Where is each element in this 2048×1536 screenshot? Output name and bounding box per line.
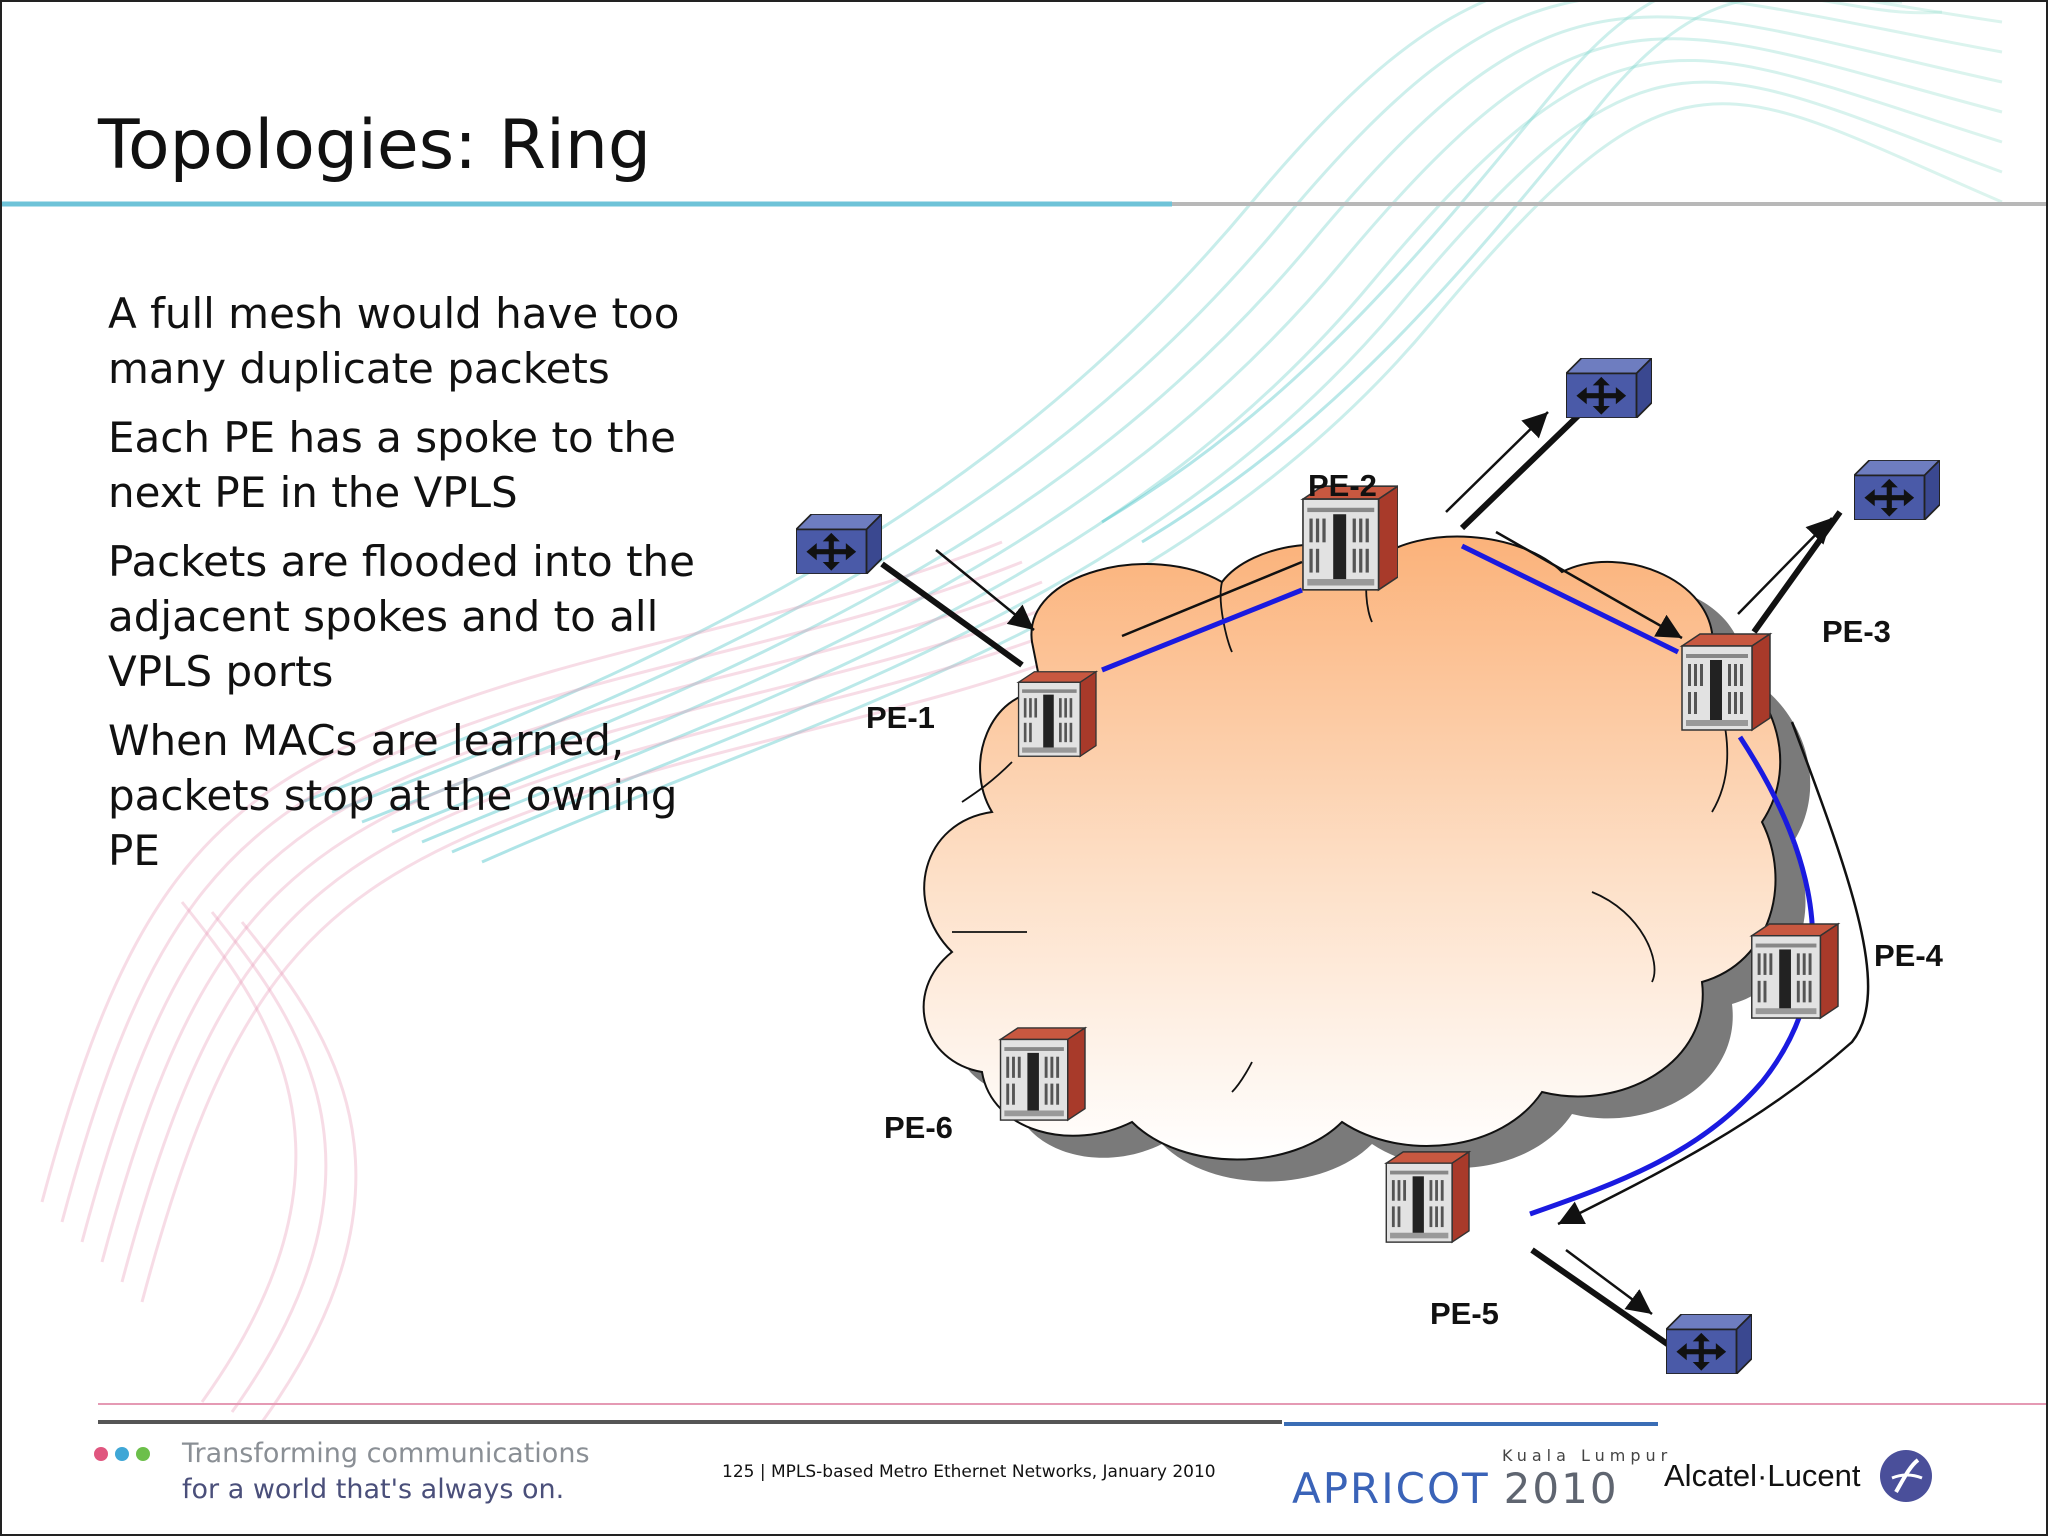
pe-router-icon bbox=[1017, 670, 1097, 758]
footer-dots bbox=[94, 1446, 157, 1465]
ring-path bbox=[1101, 543, 1816, 1217]
event-name: APRICOT bbox=[1292, 1464, 1490, 1513]
page-info: 125 | MPLS-based Metro Ethernet Networks… bbox=[722, 1462, 1216, 1482]
pe-label: PE-3 bbox=[1822, 614, 1891, 649]
event-year: 2010 bbox=[1503, 1464, 1619, 1513]
customer-switch-icon bbox=[1666, 1314, 1752, 1374]
alcatel-lucent-logo-icon bbox=[1880, 1450, 1932, 1502]
pe-label: PE-1 bbox=[866, 700, 935, 735]
pe-router-icon bbox=[999, 1027, 1086, 1121]
customer-switch-icon bbox=[1854, 460, 1940, 520]
pe-label: PE-6 bbox=[884, 1110, 953, 1145]
bullet-list: A full mesh would have too many duplicat… bbox=[108, 286, 728, 892]
customer-switch-icon bbox=[1566, 358, 1652, 418]
pe-label: PE-4 bbox=[1874, 938, 1944, 973]
tagline-line-2: for a world that's always on. bbox=[182, 1474, 565, 1505]
event-logo: APRICOT 2010 bbox=[1292, 1464, 1619, 1513]
bullet-item: When MACs are learned, packets stop at t… bbox=[108, 716, 678, 875]
bullet-item: Each PE has a spoke to the next PE in th… bbox=[108, 413, 676, 517]
tagline-line-1: Transforming communications bbox=[182, 1438, 590, 1469]
bullet-item: Packets are flooded into the adjacent sp… bbox=[108, 537, 695, 696]
pe-label: PE-5 bbox=[1430, 1296, 1499, 1331]
event-city: Kuala Lumpur bbox=[1502, 1446, 1673, 1465]
pe-label: PE-2 bbox=[1308, 468, 1377, 503]
pe-router-icon bbox=[1681, 633, 1771, 731]
pe-router-icon bbox=[1385, 1151, 1470, 1243]
pe-router-icon bbox=[1750, 923, 1839, 1019]
brand-name: Alcatel·Lucent bbox=[1664, 1458, 1861, 1493]
footer-tagline: Transforming communications for a world … bbox=[182, 1436, 590, 1508]
customer-switch-icon bbox=[796, 514, 882, 574]
bullet-item: A full mesh would have too many duplicat… bbox=[108, 289, 680, 393]
slide-title: Topologies: Ring bbox=[98, 106, 652, 185]
